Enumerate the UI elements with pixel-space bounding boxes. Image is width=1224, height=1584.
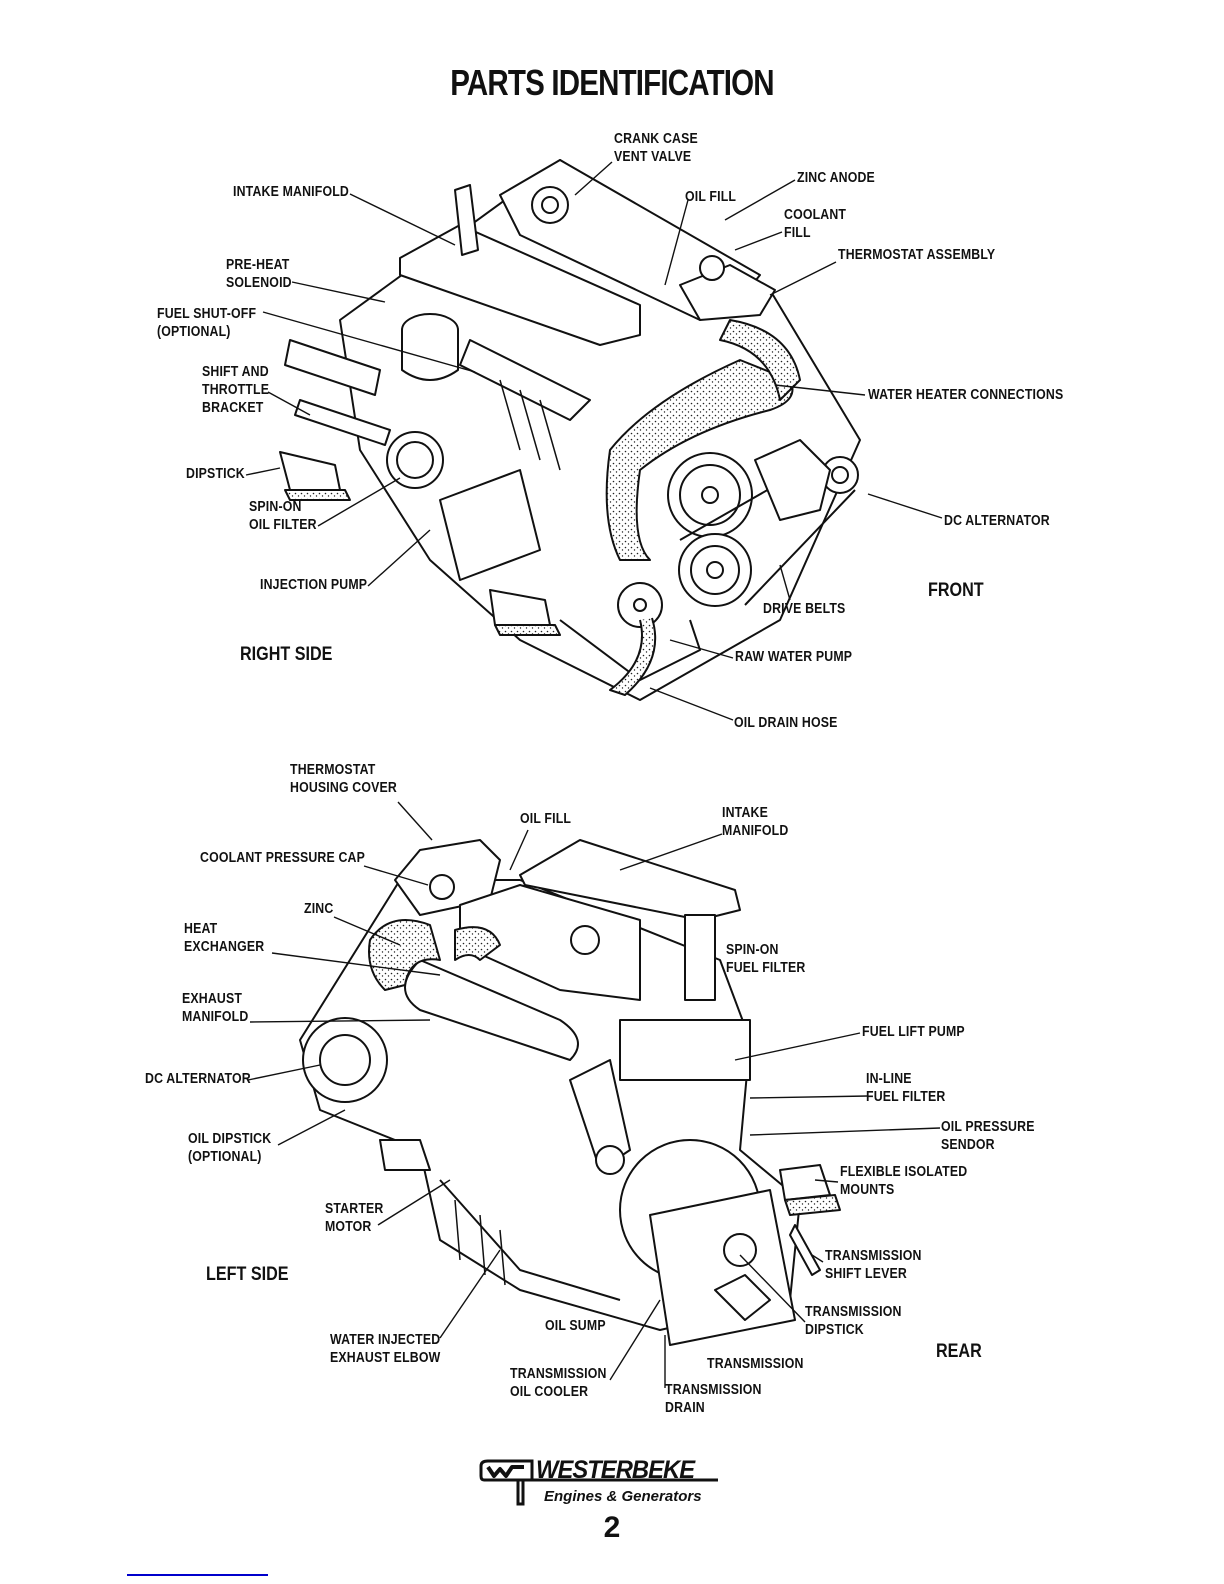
label-transmission-drain: TRANSMISSION DRAIN [665, 1382, 762, 1416]
label-raw-water-pump: RAW WATER PUMP [735, 649, 853, 665]
link-underline[interactable] [127, 1574, 268, 1576]
label-spin-on-oil-filter: SPIN-ON OIL FILTER [249, 499, 317, 533]
label-water-injected-exhaust-elbow: WATER INJECTED EXHAUST ELBOW [330, 1332, 441, 1366]
label-exhaust-manifold: EXHAUST MANIFOLD [182, 991, 249, 1025]
label-water-heater-connections: WATER HEATER CONNECTIONS [868, 387, 1064, 403]
label-transmission-oil-cooler: TRANSMISSION OIL COOLER [510, 1366, 607, 1400]
label-intake-manifold-bottom: INTAKE MANIFOLD [722, 805, 789, 839]
label-oil-fill-bottom: OIL FILL [520, 811, 572, 827]
label-zinc-anode: ZINC ANODE [797, 170, 875, 186]
label-dipstick: DIPSTICK [186, 466, 245, 482]
view-label-front: FRONT [928, 580, 984, 601]
label-oil-sump: OIL SUMP [545, 1318, 606, 1334]
label-flexible-isolated-mounts: FLEXIBLE ISOLATED MOUNTS [840, 1164, 968, 1198]
label-intake-manifold: INTAKE MANIFOLD [233, 184, 349, 200]
label-pre-heat-solenoid: PRE-HEAT SOLENOID [226, 257, 292, 291]
westerbeke-logo: WESTERBEKE Engines & Generators [478, 1456, 728, 1514]
label-oil-drain-hose: OIL DRAIN HOSE [734, 715, 838, 731]
label-fuel-shut-off: FUEL SHUT-OFF (OPTIONAL) [157, 306, 257, 340]
label-oil-dipstick: OIL DIPSTICK (OPTIONAL) [188, 1131, 272, 1165]
label-transmission-shift-lever: TRANSMISSION SHIFT LEVER [825, 1248, 922, 1282]
label-dc-alternator-top: DC ALTERNATOR [944, 513, 1050, 529]
label-spin-on-fuel-filter: SPIN-ON FUEL FILTER [726, 942, 806, 976]
label-fuel-lift-pump: FUEL LIFT PUMP [862, 1024, 965, 1040]
label-starter-motor: STARTER MOTOR [325, 1201, 384, 1235]
label-in-line-fuel-filter: IN-LINE FUEL FILTER [866, 1071, 946, 1105]
label-thermostat-assembly: THERMOSTAT ASSEMBLY [838, 247, 996, 263]
label-zinc: ZINC [304, 901, 334, 917]
label-coolant-pressure-cap: COOLANT PRESSURE CAP [200, 850, 366, 866]
label-heat-exchanger: HEAT EXCHANGER [184, 921, 265, 955]
label-transmission-dipstick: TRANSMISSION DIPSTICK [805, 1304, 902, 1338]
view-label-right-side: RIGHT SIDE [240, 644, 333, 665]
label-transmission: TRANSMISSION [707, 1356, 804, 1372]
view-label-rear: REAR [936, 1341, 982, 1362]
view-label-left-side: LEFT SIDE [206, 1264, 289, 1285]
label-drive-belts: DRIVE BELTS [763, 601, 846, 617]
bottom-leader-lines [247, 801, 941, 1388]
brand-tagline: Engines & Generators [544, 1488, 702, 1505]
label-injection-pump: INJECTION PUMP [260, 577, 368, 593]
label-coolant-fill: COOLANT FILL [784, 207, 847, 241]
label-oil-fill: OIL FILL [685, 189, 737, 205]
label-shift-throttle-bracket: SHIFT AND THROTTLE BRACKET [202, 364, 270, 416]
westerbeke-w-emblem-icon [479, 1459, 718, 1506]
bottom-engine-drawing [299, 839, 841, 1346]
label-crank-case-vent-valve: CRANK CASE VENT VALVE [614, 131, 698, 165]
page-number: 2 [603, 1511, 621, 1544]
brand-name: WESTERBEKE [536, 1456, 695, 1484]
page-title: PARTS IDENTIFICATION [450, 62, 774, 103]
label-dc-alternator-bottom: DC ALTERNATOR [145, 1071, 251, 1087]
label-oil-pressure-sendor: OIL PRESSURE SENDOR [941, 1119, 1035, 1153]
top-leader-lines [245, 161, 943, 721]
label-thermostat-housing-cover: THERMOSTAT HOUSING COVER [290, 762, 397, 796]
top-engine-drawing [279, 159, 861, 701]
